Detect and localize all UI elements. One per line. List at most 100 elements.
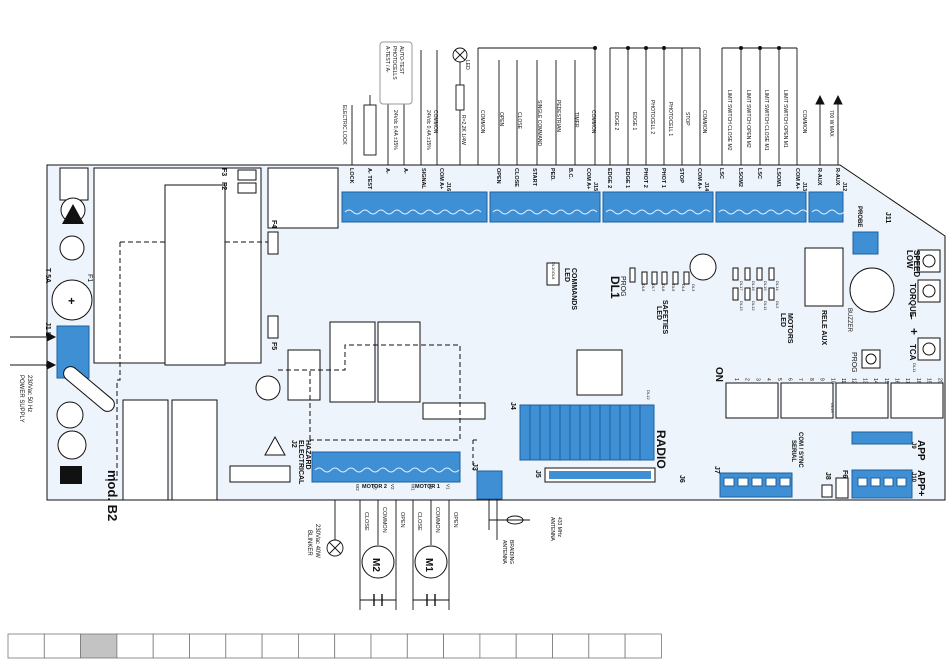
j16-pin-label: LOCK — [348, 168, 354, 184]
prog-button-dot[interactable] — [865, 353, 877, 365]
j7-label: J7 — [713, 466, 720, 474]
j14-name-label: J14 — [703, 182, 709, 192]
j13-pin-label: COM A+ — [794, 168, 800, 189]
f1-label: F1 — [86, 274, 93, 282]
fuse-f4 — [267, 231, 279, 255]
led-safeties-code: DL6 — [641, 284, 646, 292]
fuse-holder-f3 — [237, 169, 257, 181]
page-tab[interactable] — [152, 633, 190, 659]
j14-pin-label: EDGE 2 — [606, 168, 612, 188]
f1-rating-label: T 5A — [44, 268, 51, 283]
top-label-common2: COMMON — [479, 110, 485, 134]
top-label-edge1: EDGE 1 — [631, 112, 637, 131]
top-label-limit-open-m2: LIMIT SWITCH OPEN M2 — [745, 90, 751, 148]
top-label-single-command: SINGLE COMMAND — [536, 100, 542, 147]
top-wiring — [351, 47, 843, 165]
capacitor-top-left — [59, 235, 85, 261]
page-tab[interactable] — [80, 633, 118, 659]
page-tab[interactable] — [261, 633, 299, 659]
top-label-edge2: EDGE 2 — [613, 112, 619, 131]
dip-switch-number: 19 — [926, 378, 932, 384]
electrical-hazard-label-2: HAZARD — [304, 440, 311, 470]
electrical-hazard-icon — [264, 435, 286, 456]
led-motors-code: DL15 — [763, 281, 768, 291]
fuse-f5 — [267, 315, 279, 339]
page-tab[interactable] — [225, 633, 263, 659]
motor-m2-icon — [361, 545, 395, 579]
terminal-j3 — [476, 470, 503, 500]
page-tab[interactable] — [624, 633, 662, 659]
microcontroller-chip — [576, 349, 623, 396]
j2-pin-label: U1 — [428, 484, 433, 490]
top-switch-dots — [593, 46, 781, 50]
antenna-braiding-label-2: BRAIDING — [508, 540, 514, 564]
buzzer-top — [689, 253, 717, 281]
f6-label: F6 — [841, 470, 848, 478]
page-tab[interactable] — [189, 633, 227, 659]
led-commands-label-1: LED — [563, 268, 570, 282]
page-tab[interactable] — [297, 633, 336, 659]
top-label-photocell1: PHOTOCELL 1 — [667, 102, 673, 136]
dip-switch-number: 3 — [754, 378, 760, 381]
page-tab[interactable] — [443, 633, 481, 659]
led-motors-label-1: LED — [779, 313, 786, 327]
page-tab[interactable] — [515, 633, 553, 659]
buzzer-icon — [849, 267, 895, 313]
dip-switch-number: 18 — [915, 378, 921, 384]
radio-label: RADIO — [654, 430, 668, 469]
top-label-common: COMMON — [432, 110, 438, 134]
top-label-electric-lock: ELECTRIC LOCK — [341, 105, 347, 145]
motor-m1-icon — [414, 545, 448, 579]
transformer-core — [164, 184, 226, 366]
led-motors-code: DL12 — [751, 301, 756, 311]
dip-switch-bank[interactable] — [725, 382, 944, 419]
j14-pin-label: COM A+ — [696, 168, 702, 189]
blinker-label: BLINKER — [306, 530, 312, 556]
led-commands-code: DL8 — [551, 272, 556, 280]
page-tab[interactable] — [588, 633, 626, 659]
on-label: ON — [713, 367, 724, 382]
dip-switch-number: 15 — [883, 378, 889, 384]
dip-switch-number: 8 — [808, 378, 814, 381]
capacitor-symbols — [373, 594, 436, 606]
blinker-spec-label: 230Vac 40W — [314, 524, 320, 558]
j1-l-label: L — [44, 332, 51, 337]
connector-j8 — [821, 484, 833, 498]
capacitor-bottom-left — [57, 430, 87, 460]
m2-common-label: COMMON — [381, 507, 387, 533]
dashed-j3-line — [472, 439, 480, 470]
j14-pin-label: EDGE 1 — [624, 168, 630, 188]
page-tab[interactable] — [116, 633, 154, 659]
j2-pin-label: W2 — [355, 484, 360, 491]
led-safeties-group — [629, 267, 690, 285]
j15-name-label: J15 — [592, 182, 598, 191]
top-label-resistor: R=2,2K 1/4W — [460, 115, 466, 145]
page-tab[interactable] — [7, 633, 45, 659]
probe-label: PROBE — [856, 206, 862, 227]
page-tab[interactable] — [334, 633, 372, 659]
page-tab[interactable] — [479, 633, 517, 659]
j16-pin-label: A- — [402, 168, 408, 174]
top-label-limit-close-m1: LIMIT SWITCH CLOSE M1 — [763, 90, 769, 151]
app-connector-j9 — [851, 431, 913, 445]
page-tab[interactable] — [370, 633, 408, 659]
relay-2 — [171, 399, 218, 501]
j5-label: J5 — [534, 470, 541, 478]
torque-label: TORQUE — [908, 283, 917, 318]
dl11-label: DL11 — [912, 363, 917, 373]
top-label-pedestrian: PEDESTRIAN — [555, 100, 561, 132]
page-tab[interactable] — [43, 633, 81, 659]
j12-pin-label: R-AUX — [816, 168, 822, 186]
j15-pin-label: PED. — [549, 168, 555, 181]
dip-switch-number: 9 — [819, 378, 825, 381]
page-tab[interactable] — [406, 633, 444, 659]
minus-label: – — [906, 314, 917, 320]
dl12-label: DL12 — [646, 390, 651, 400]
dip-switch-number: 2 — [744, 378, 750, 381]
terminal-strip-j16 — [341, 191, 488, 223]
page-tab[interactable] — [552, 633, 590, 659]
f2-label: F2 — [220, 182, 227, 190]
j15-pin-label: START — [531, 168, 537, 187]
